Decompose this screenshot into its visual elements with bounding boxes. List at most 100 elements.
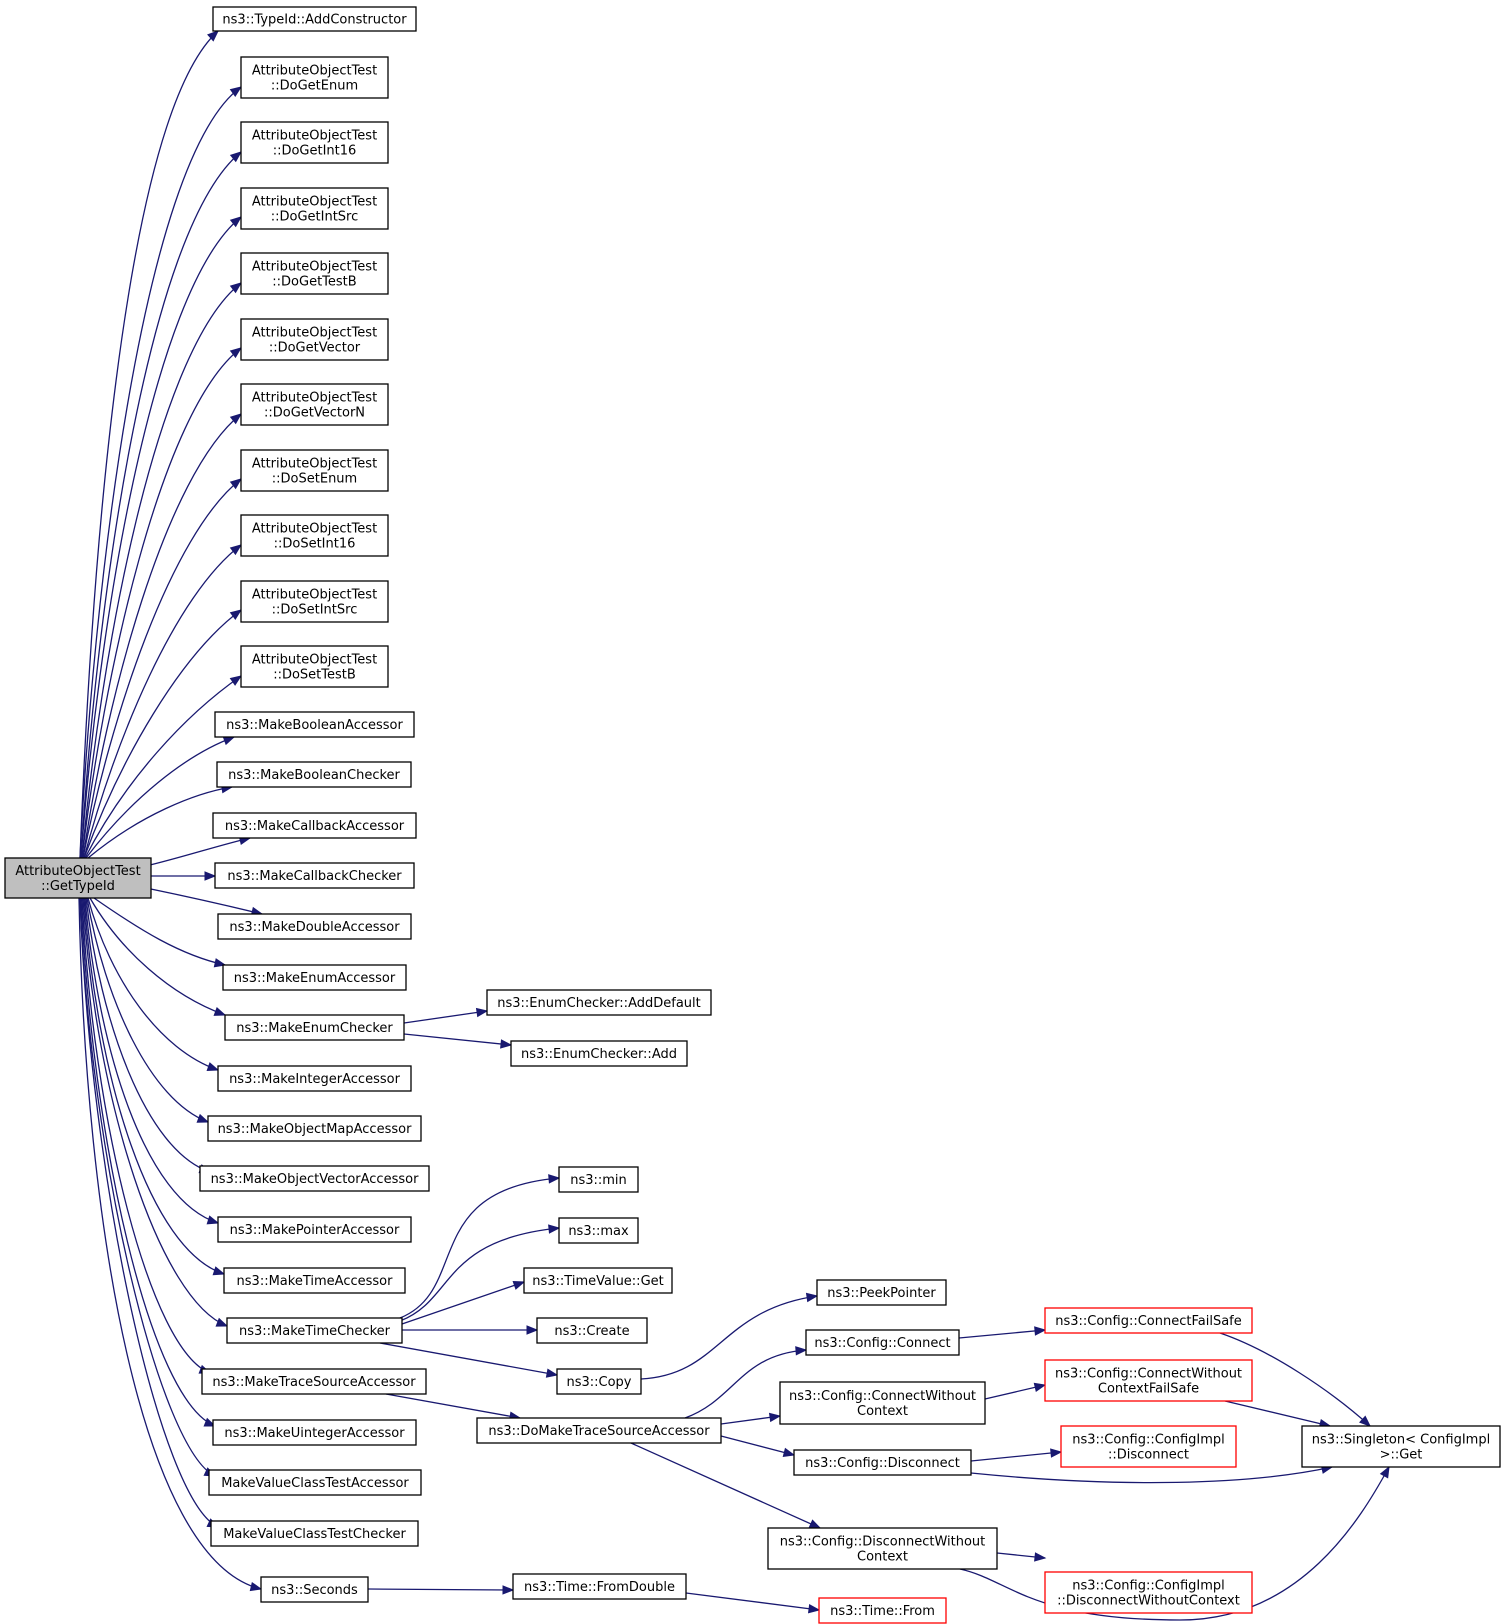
node-mkenumacc[interactable]: ns3::MakeEnumAccessor [222,964,407,991]
arrowhead-icon [213,1006,227,1016]
node-enumadddef[interactable]: ns3::EnumChecker::AddDefault [486,989,712,1016]
node-mkvctacc[interactable]: MakeValueClassTestAccessor [208,1469,422,1496]
arrowhead-icon [1034,1326,1047,1336]
node-mkboolacc[interactable]: ns3::MakeBooleanAccessor [214,711,415,738]
node-mktimeacc[interactable]: ns3::MakeTimeAccessor [223,1267,406,1294]
node-cfgconnectfs[interactable]: ns3::Config::ConnectFailSafe [1044,1307,1253,1334]
node-mktimechk[interactable]: ns3::MakeTimeChecker [226,1317,403,1344]
node-box [224,1014,405,1041]
node-dogetenum[interactable]: AttributeObjectTest::DoGetEnum [240,56,389,99]
node-label-line: AttributeObjectTest [252,653,377,668]
edge-line [970,1451,1062,1462]
edge-mkenumchk-to-enumadddef [403,1007,489,1024]
node-dogetintsrc[interactable]: AttributeObjectTest::DoGetIntSrc [240,187,389,230]
node-mkcbchk[interactable]: ns3::MakeCallbackChecker [214,862,415,889]
node-box [240,645,389,688]
node-box [214,862,415,889]
node-create[interactable]: ns3::Create [536,1317,648,1344]
edge-root-to-mktimechk [82,897,229,1327]
node-label-line: ns3::MakeBooleanChecker [228,768,400,783]
edge-line [145,837,251,867]
edge-root-to-dogetintsrc [80,216,243,859]
node-cfgconnect[interactable]: ns3::Config::Connect [805,1329,960,1356]
node-label-line: ::DisconnectWithoutContext [1057,1594,1240,1609]
node-label-line: ns3::Config::ConnectFailSafe [1055,1314,1242,1329]
node-label-line: ::DoGetVector [269,341,361,356]
node-mkvctchk[interactable]: MakeValueClassTestChecker [210,1520,419,1547]
node-dosetint16[interactable]: AttributeObjectTest::DoSetInt16 [240,514,389,557]
node-label-line: ns3::Config::ConnectWithout [1055,1367,1242,1382]
node-dogettestb[interactable]: AttributeObjectTest::DoGetTestB [240,252,389,295]
node-cfgdisconnect[interactable]: ns3::Config::Disconnect [793,1449,972,1476]
node-mkdblacc[interactable]: ns3::MakeDoubleAccessor [217,913,412,940]
node-mkobjmapacc[interactable]: ns3::MakeObjectMapAccessor [207,1115,422,1142]
node-dogetvector[interactable]: AttributeObjectTest::DoGetVector [240,318,389,361]
node-label-line: ns3::Config::ConfigImpl [1072,1579,1225,1594]
node-box [240,187,389,230]
node-mkintacc[interactable]: ns3::MakeIntegerAccessor [217,1065,412,1092]
node-timevalueget[interactable]: ns3::TimeValue::Get [523,1267,673,1294]
node-box [1060,1425,1237,1468]
node-mkobjvecacc[interactable]: ns3::MakeObjectVectorAccessor [199,1165,430,1192]
arrowhead-icon [229,282,243,294]
edge-root-to-dogettestb [81,282,243,859]
edge-line [640,1295,818,1380]
node-label-line: ns3::DoMakeTraceSourceAccessor [488,1424,710,1439]
node-copy[interactable]: ns3::Copy [556,1368,642,1395]
node-dosetintsrc[interactable]: AttributeObjectTest::DoSetIntSrc [240,580,389,623]
node-domktraceacc[interactable]: ns3::DoMakeTraceSourceAccessor [476,1417,722,1444]
node-fromdouble[interactable]: ns3::Time::FromDouble [512,1573,687,1600]
node-label-line: ns3::max [568,1224,629,1239]
node-label-line: ::DoGetTestB [272,275,356,290]
node-label-line: ns3::Config::DisconnectWithout [780,1535,986,1550]
node-label-line: ns3::MakeObjectVectorAccessor [211,1172,420,1187]
edge-cfgconnectwocfs-to-singletonget [1224,1400,1332,1429]
edge-cfgdiscwoc-to-cfgimpldiscwoc [996,1552,1047,1562]
node-max[interactable]: ns3::max [558,1217,639,1244]
node-singletonget[interactable]: ns3::Singleton< ConfigImpl >::Get [1301,1425,1501,1468]
node-timefrom[interactable]: ns3::Time::From [818,1597,947,1624]
node-addctor[interactable]: ns3::TypeId::AddConstructor [212,6,417,32]
node-box [1044,1359,1253,1402]
node-mkcbacc[interactable]: ns3::MakeCallbackAccessor [212,812,417,839]
node-cfgdiscwoc[interactable]: ns3::Config::DisconnectWithoutContext [767,1527,998,1570]
node-label-line: ns3::TypeId::AddConstructor [222,13,407,28]
node-cfgimpldiscwoc[interactable]: ns3::Config::ConfigImpl::DisconnectWitho… [1044,1571,1253,1614]
edge-line [85,736,235,859]
edge-cfgdiscwoc-to-singletonget [959,1465,1390,1621]
node-dosettestb[interactable]: AttributeObjectTest::DoSetTestB [240,645,389,688]
node-box [212,6,417,32]
edge-root-to-mkcbacc [145,835,252,867]
node-cfgimpldisc[interactable]: ns3::Config::ConfigImpl::Disconnect [1060,1425,1237,1468]
edge-line [720,1435,795,1456]
node-mkptracc[interactable]: ns3::MakePointerAccessor [217,1216,412,1243]
node-label-line: ::Disconnect [1108,1448,1189,1463]
node-box [201,1368,427,1395]
node-mkuintacc[interactable]: ns3::MakeUintegerAccessor [212,1419,417,1446]
node-dogetint16[interactable]: AttributeObjectTest::DoGetInt16 [240,121,389,164]
node-mkboolchk[interactable]: ns3::MakeBooleanChecker [216,761,412,788]
edge-mktimechk-to-copy [379,1342,559,1378]
node-box [240,580,389,623]
node-label-line: AttributeObjectTest [252,326,377,341]
arrowhead-icon [229,413,243,425]
node-enumadd[interactable]: ns3::EnumChecker::Add [510,1040,688,1067]
node-mkenumchk[interactable]: ns3::MakeEnumChecker [224,1014,405,1041]
node-mktraceacc[interactable]: ns3::MakeTraceSourceAccessor [201,1368,427,1395]
node-label-line: AttributeObjectTest [15,864,140,879]
node-root[interactable]: AttributeObjectTest::GetTypeId [4,857,152,899]
edge-copy-to-peekptr [640,1292,819,1380]
node-dosetenum[interactable]: AttributeObjectTest::DoSetEnum [240,449,389,492]
node-seconds[interactable]: ns3::Seconds [260,1576,369,1603]
node-cfgconnectwocfs[interactable]: ns3::Config::ConnectWithoutContextFailSa… [1044,1359,1253,1402]
node-min[interactable]: ns3::min [558,1166,639,1193]
node-peekptr[interactable]: ns3::PeekPointer [816,1279,947,1306]
node-label-line: AttributeObjectTest [252,260,377,275]
edge-line [84,675,242,859]
arrowhead-icon [502,1585,515,1595]
edge-line [685,1592,820,1611]
node-dogetvectorn[interactable]: AttributeObjectTest::DoGetVectorN [240,383,389,426]
edge-root-to-dogetint16 [80,151,243,859]
edge-line [1224,1400,1331,1427]
